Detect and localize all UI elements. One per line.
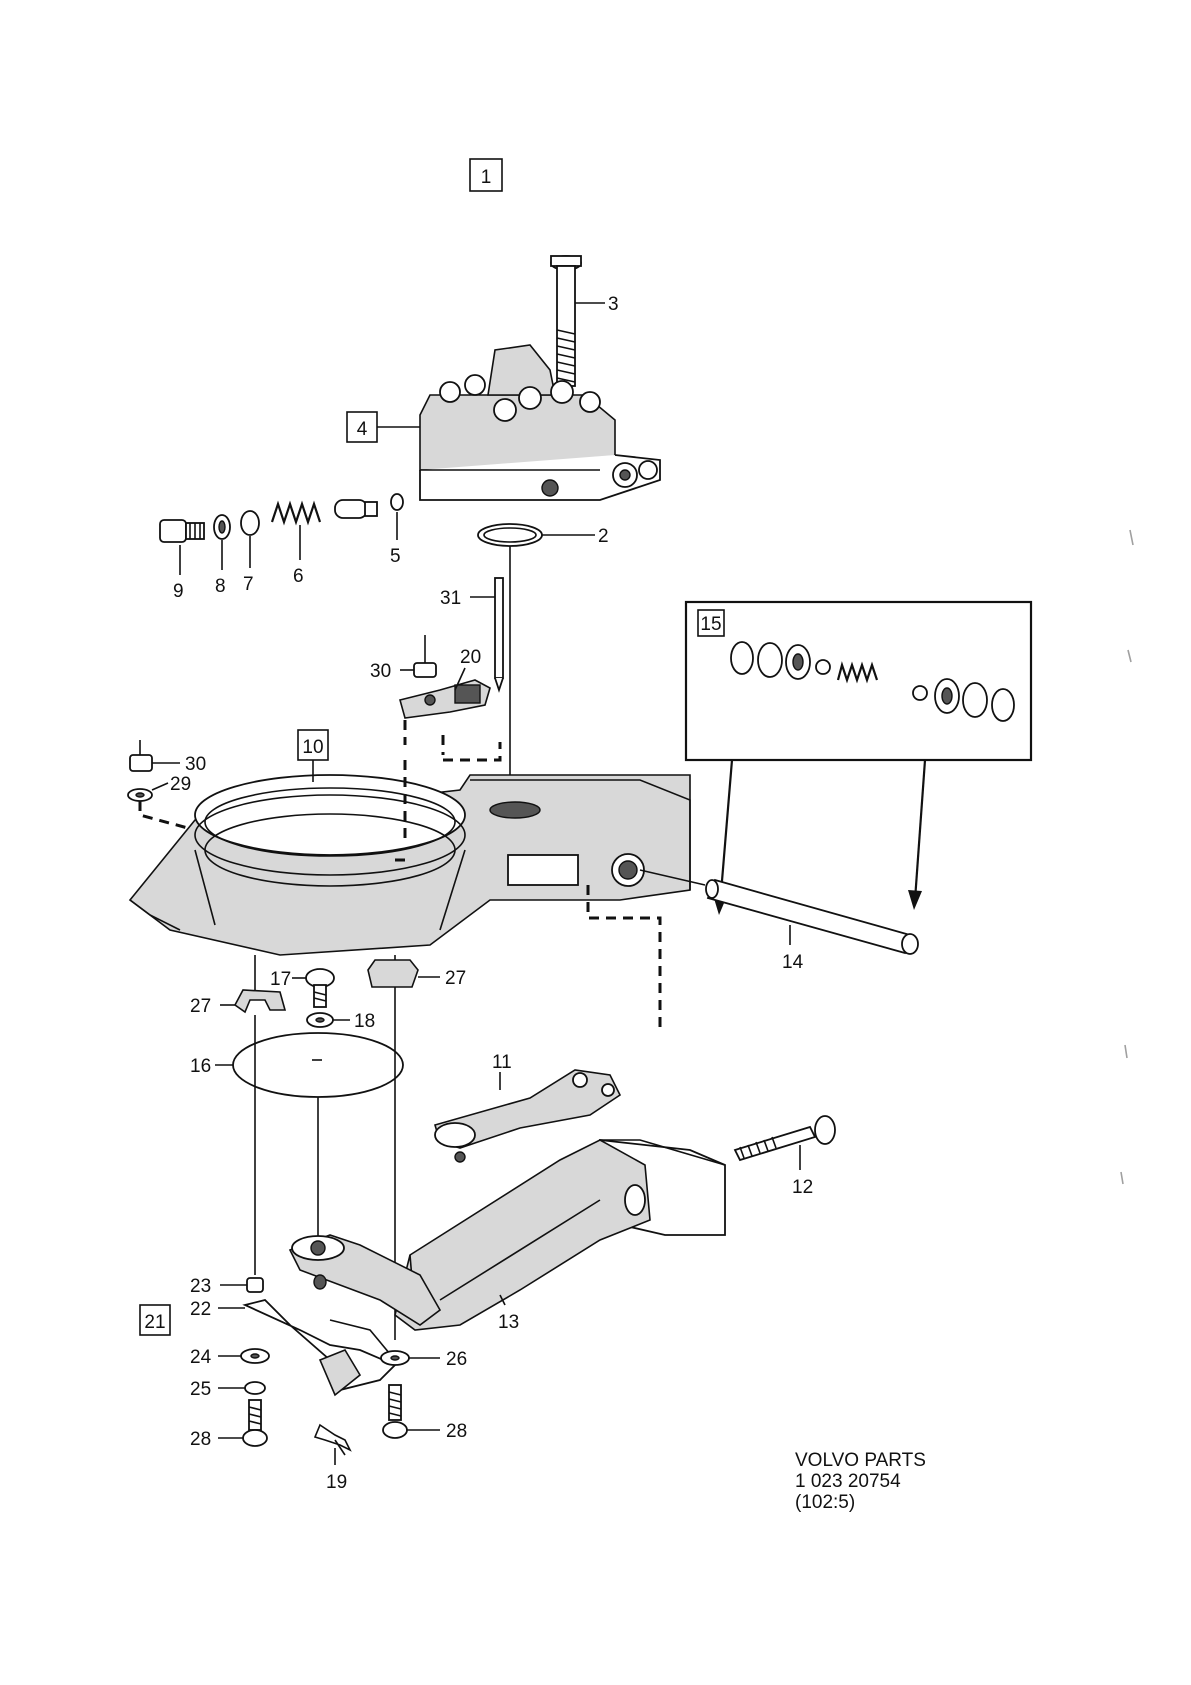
callout-2: 2 [598,526,609,547]
kit-box-15 [684,600,1033,762]
callout-9: 9 [173,581,184,602]
footer-reference: VOLVO PARTS 1 023 20754 (102:5) [795,1450,926,1513]
callout-21: 21 [144,1312,165,1333]
callout-box-21 [139,1304,171,1336]
bolt-28-right [382,1384,408,1439]
nut-30-lower [129,740,153,772]
washer-18 [306,1012,334,1028]
plug-9 [159,519,205,543]
callout-24: 24 [190,1347,212,1368]
callout-30b: 30 [185,754,206,775]
callout-15: 15 [700,614,721,635]
o-ring-5 [390,493,404,511]
shaft-14 [705,878,919,955]
callout-13: 13 [498,1312,519,1333]
washer-29 [127,788,153,802]
bolt-12 [733,1115,836,1162]
bolt-28-left [242,1399,268,1447]
callout-11: 11 [492,1052,512,1073]
footer-line-brand: VOLVO PARTS [795,1450,926,1471]
callout-3: 3 [608,294,619,315]
callout-27a: 27 [190,996,211,1017]
bracket-20 [399,679,491,719]
washer-8 [213,514,231,540]
callout-14: 14 [782,952,804,973]
callout-7: 7 [243,574,254,595]
lever-11 [434,1069,622,1163]
seal-ring-7 [240,510,260,536]
clip-27-right [367,959,419,988]
callout-12: 12 [792,1177,813,1198]
spring-6 [270,500,322,526]
callout-31: 31 [440,588,461,609]
callout-28b: 28 [446,1421,467,1442]
callout-22: 22 [190,1299,211,1320]
bracket-22 [242,1299,397,1397]
footer-line-number: 1 023 20754 [795,1471,901,1492]
clip-27-left [233,989,287,1014]
arm-13 [394,1139,651,1331]
callout-5: 5 [390,546,401,567]
callout-4: 4 [357,419,368,440]
callout-18: 18 [354,1011,375,1032]
spring-clip-19 [313,1423,352,1456]
callout-6: 6 [293,566,304,587]
washer-24 [240,1348,270,1364]
callout-28a: 28 [190,1429,211,1450]
bolt-3 [550,255,582,387]
callout-27b: 27 [445,968,466,989]
pin-31 [494,577,504,693]
callout-box-1 [469,158,503,192]
callout-20: 20 [460,647,481,668]
gasket-2 [477,523,543,547]
callout-30a: 30 [370,661,391,682]
callout-box-15 [697,609,725,637]
callout-10: 10 [302,737,323,758]
spacer-23 [246,1277,264,1293]
screw-17 [305,968,335,1008]
callout-23: 23 [190,1276,211,1297]
pedal-lever [288,1234,442,1326]
callout-16: 16 [190,1056,211,1077]
valve-housing-4 [419,344,661,501]
nut-30-upper [413,635,437,678]
main-housing-10 [128,774,691,956]
disc-16 [232,1032,404,1098]
callout-26: 26 [446,1349,467,1370]
callout-29: 29 [170,774,191,795]
kit-15-parts [730,641,1015,722]
callout-8: 8 [215,576,226,597]
callout-1: 1 [481,167,492,188]
footer-line-ref: (102:5) [795,1492,856,1513]
callout-25: 25 [190,1379,211,1400]
callout-17: 17 [270,969,291,990]
callout-19: 19 [326,1472,347,1493]
washer-25 [244,1381,266,1395]
washer-26 [380,1350,410,1366]
valve-piston [334,499,378,519]
